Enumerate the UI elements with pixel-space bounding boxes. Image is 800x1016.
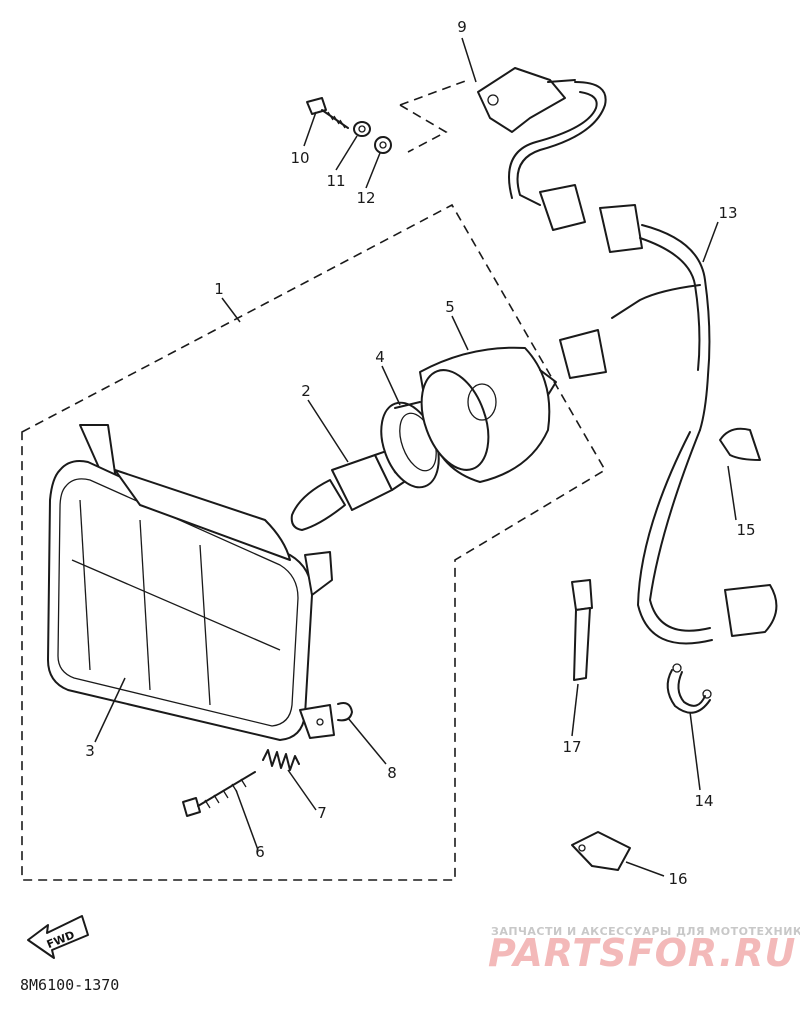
- callout-8: 8: [387, 764, 397, 782]
- callout-15: 15: [736, 521, 755, 539]
- callout-2: 2: [301, 382, 311, 400]
- cable-tie: [571, 579, 593, 681]
- callout-4: 4: [375, 348, 385, 366]
- watermark: ЗАПЧАСТИ И АКСЕССУАРЫ ДЛЯ МОТОТЕХНИКИ PA…: [488, 925, 800, 975]
- watermark-caption: ЗАПЧАСТИ И АКСЕССУАРЫ ДЛЯ МОТОТЕХНИКИ: [491, 925, 800, 938]
- callout-12: 12: [356, 189, 375, 207]
- callout-14: 14: [694, 792, 713, 810]
- wire-harness: [508, 81, 778, 645]
- adjusting-screw: [182, 771, 256, 817]
- callout-13: 13: [718, 204, 737, 222]
- callout-17: 17: [562, 738, 581, 756]
- callout-3: 3: [85, 742, 95, 760]
- dust-cover: [419, 346, 557, 483]
- callout-11: 11: [326, 172, 345, 190]
- spring: [262, 749, 300, 771]
- cable-clamp: [666, 663, 712, 714]
- callout-5: 5: [445, 298, 455, 316]
- wire-clamp: [719, 427, 761, 461]
- washer: [353, 121, 371, 137]
- callout-1: 1: [214, 280, 224, 298]
- callout-9: 9: [457, 18, 467, 36]
- headlight-assembly-boundary: [21, 203, 607, 881]
- callout-6: 6: [255, 843, 265, 861]
- callout-labels: 9 10 11 12 13 1 5 4 2 15 3 17 8 14 7 6 1…: [85, 18, 755, 888]
- callout-7: 7: [317, 804, 327, 822]
- nut-clip: [337, 702, 353, 722]
- leader-lines: [94, 37, 737, 877]
- clip: [571, 831, 631, 871]
- catalog-code: 8M6100-1370: [20, 976, 119, 994]
- watermark-logo: PARTSFOR.RU: [488, 931, 796, 975]
- socket-connector: [477, 67, 576, 133]
- headlight-unit: [47, 424, 335, 741]
- callout-10: 10: [290, 149, 309, 167]
- bolt: [306, 97, 349, 129]
- nut: [374, 136, 392, 154]
- callout-16: 16: [668, 870, 687, 888]
- fwd-arrow-icon: FWD: [27, 915, 89, 959]
